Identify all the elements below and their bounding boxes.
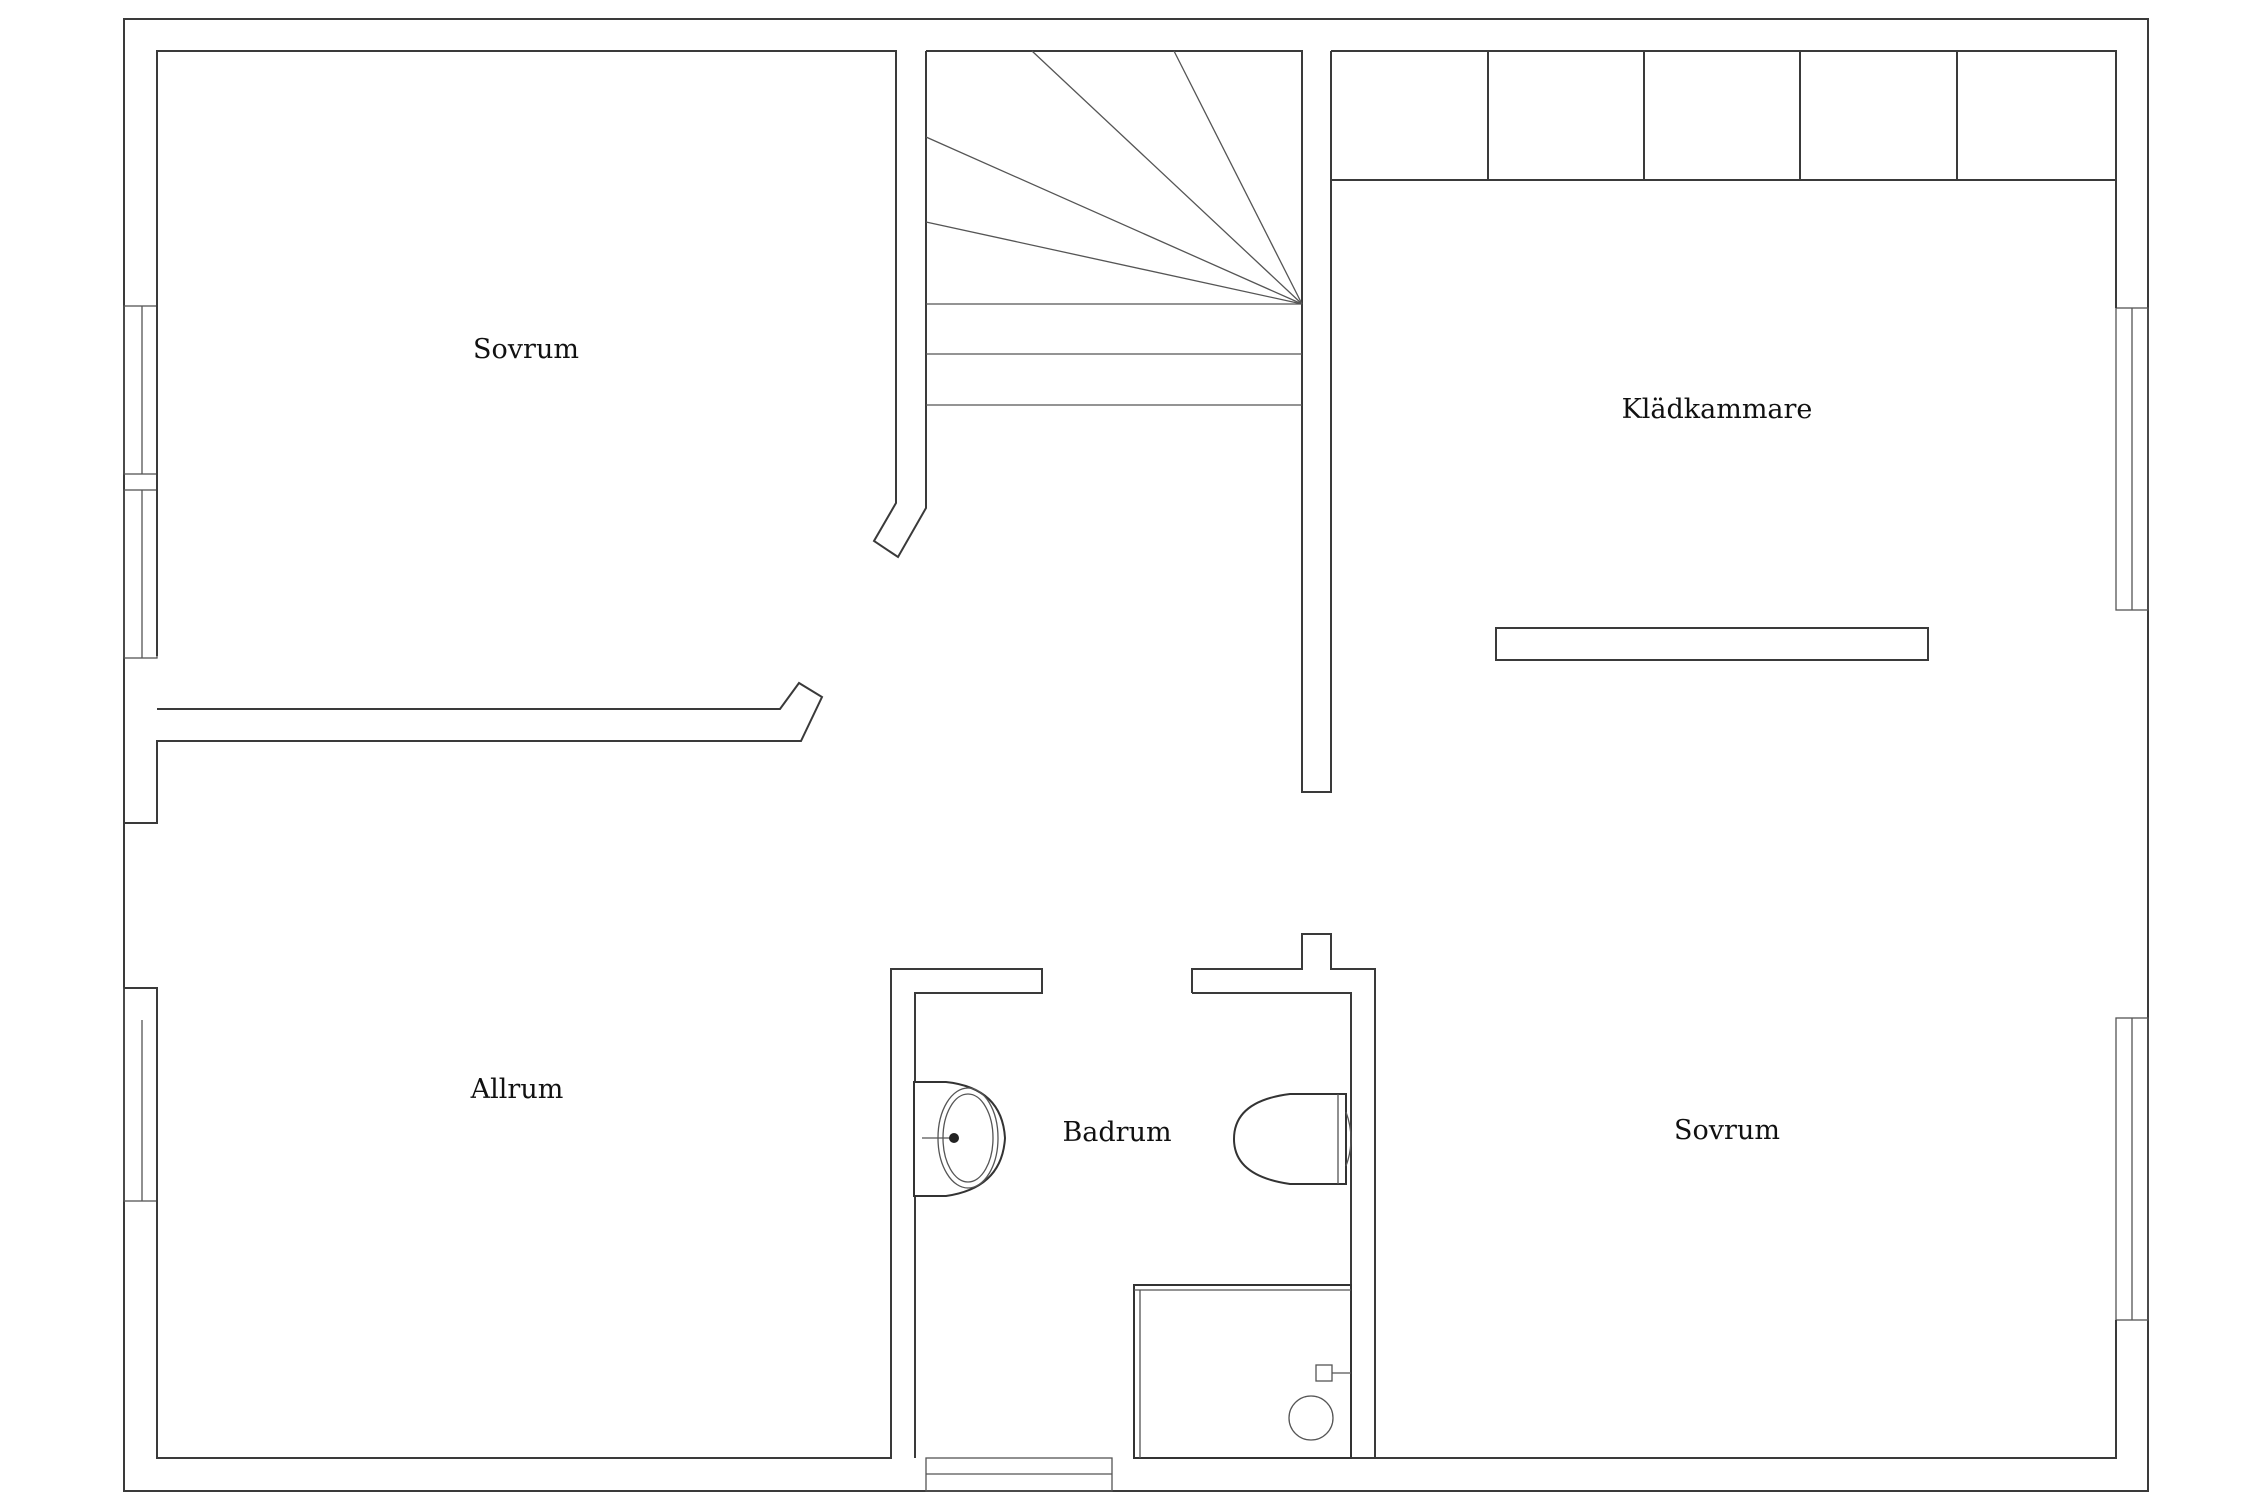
windows-left [123,305,158,1202]
room-label-kladkammare: Klädkammare [1622,394,1813,425]
shower-icon [1133,1284,1352,1459]
room-label-sovrum-top-left: Sovrum [473,334,579,365]
room-kladkammare [1331,50,2117,661]
sink-icon [913,1081,1007,1197]
window-bottom [925,1457,1113,1492]
clothes-rail [1495,627,1929,661]
room-sovrum-bottom-right [1375,1320,2117,1459]
room-label-sovrum-bottom-right: Sovrum [1674,1115,1780,1146]
toilet-icon [1232,1093,1352,1185]
outer-walls [123,18,2149,1492]
room-label-badrum: Badrum [1062,1117,1171,1148]
room-label-allrum: Allrum [470,1074,564,1105]
room-sovrum-top-left [124,50,927,824]
staircase [925,50,1332,793]
room-allrum [124,968,1043,1459]
windows-right [2115,307,2149,1321]
